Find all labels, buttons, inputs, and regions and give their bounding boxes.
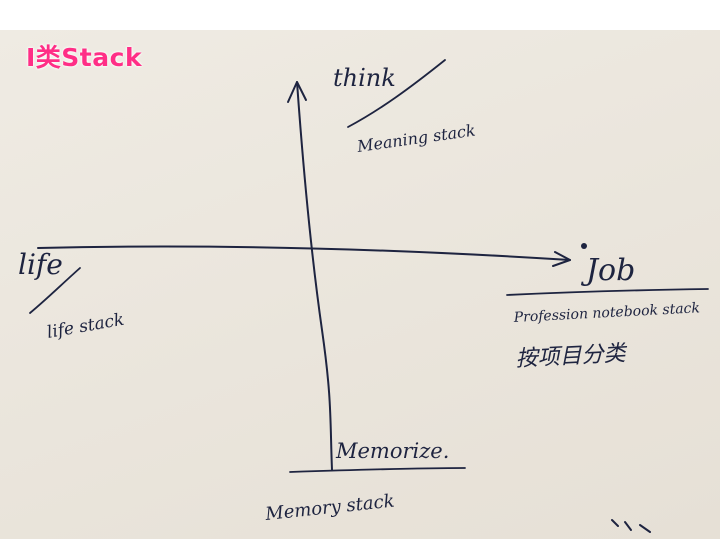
- quadrant-label-profession-stack: Profession notebook stack: [512, 300, 700, 326]
- notebook-photo: [0, 30, 720, 539]
- ink-dot: [581, 243, 587, 249]
- axis-label-job: Job: [580, 253, 635, 288]
- vertical-axis: [296, 81, 333, 471]
- axis-label-life: life: [18, 248, 63, 281]
- quadrant-label-life-stack: life stack: [45, 310, 125, 343]
- quadrant-label-profession-sub: 按项目分类: [515, 341, 629, 372]
- quadrant-label-memory-stack: Memory stack: [263, 491, 395, 526]
- horizontal-axis: [37, 245, 571, 261]
- vertical-arrowhead: [287, 81, 307, 103]
- banner-title: I类Stack: [26, 43, 143, 72]
- axis-label-think: think: [333, 64, 396, 92]
- life-slash: [29, 267, 81, 314]
- memorize-underline: [289, 467, 466, 473]
- think-slash: [347, 59, 446, 128]
- stray-mark: [611, 519, 651, 533]
- quadrant-label-meaning-stack: Meaning stack: [355, 121, 477, 157]
- horizontal-arrowhead: [552, 251, 571, 267]
- axis-label-memorize: Memorize.: [335, 439, 449, 463]
- job-underline: [506, 288, 709, 296]
